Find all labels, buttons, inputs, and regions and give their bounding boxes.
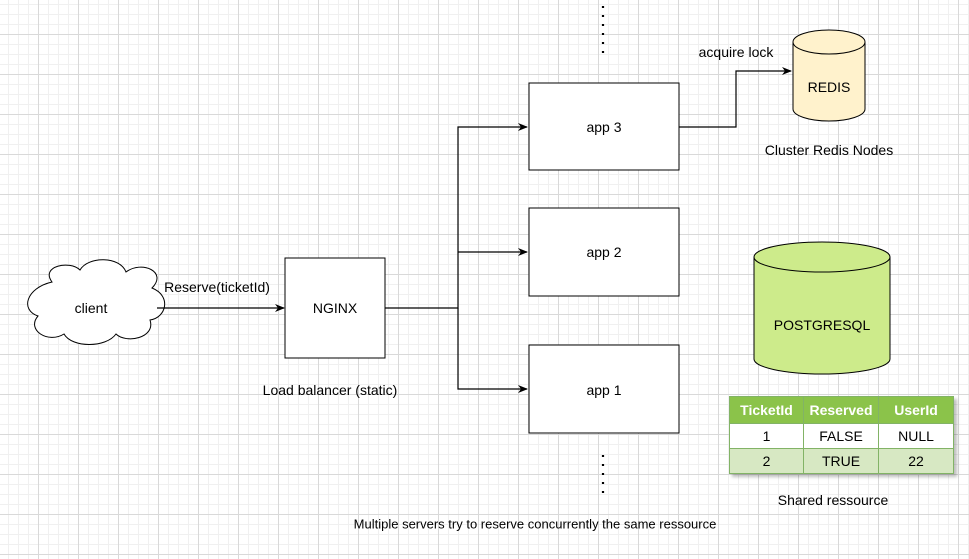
nginx-to-app3-arrow [385, 123, 528, 309]
app1-label: app 1 [586, 382, 622, 398]
table-row: 1 FALSE NULL [729, 423, 954, 449]
reserve-edge-label: Reserve(ticketId) [164, 279, 270, 295]
client-label: client [74, 300, 108, 316]
redis-label: REDIS [807, 79, 851, 95]
table-cell: 22 [878, 448, 954, 474]
table-header-ticketid: TicketId [729, 396, 804, 424]
table-cell: 2 [729, 448, 804, 474]
nginx-label: NGINX [312, 300, 358, 316]
table-cell: FALSE [803, 423, 879, 449]
redis-cylinder[interactable] [792, 29, 866, 122]
table-header-row: TicketId Reserved UserId [729, 396, 954, 424]
postgres-cylinder[interactable] [753, 241, 891, 375]
table-row: 2 TRUE 22 [729, 448, 954, 474]
nginx-box[interactable] [284, 257, 386, 359]
table-cell: NULL [878, 423, 954, 449]
tickets-table: TicketId Reserved UserId 1 FALSE NULL 2 … [729, 396, 954, 474]
load-balancer-caption: Load balancer (static) [262, 382, 398, 398]
postgres-label: POSTGRESQL [773, 317, 871, 333]
app3-label: app 3 [586, 119, 622, 135]
footer-caption: Multiple servers try to reserve concurre… [353, 516, 717, 532]
table-header-reserved: Reserved [803, 396, 879, 424]
cluster-redis-caption: Cluster Redis Nodes [764, 142, 894, 158]
table-cell: 1 [729, 423, 804, 449]
app1-box[interactable] [528, 344, 680, 434]
table-cell: TRUE [803, 448, 879, 474]
app3-box[interactable] [528, 82, 680, 171]
app2-box[interactable] [528, 207, 680, 297]
client-cloud-shape[interactable] [27, 259, 165, 345]
acquire-lock-arrow [679, 67, 792, 128]
app2-label: app 2 [586, 244, 622, 260]
table-header-userid: UserId [878, 396, 954, 424]
acquire-lock-label: acquire lock [698, 44, 774, 60]
shared-resource-caption: Shared ressource [777, 492, 889, 508]
nginx-to-app1-arrow [457, 308, 528, 393]
